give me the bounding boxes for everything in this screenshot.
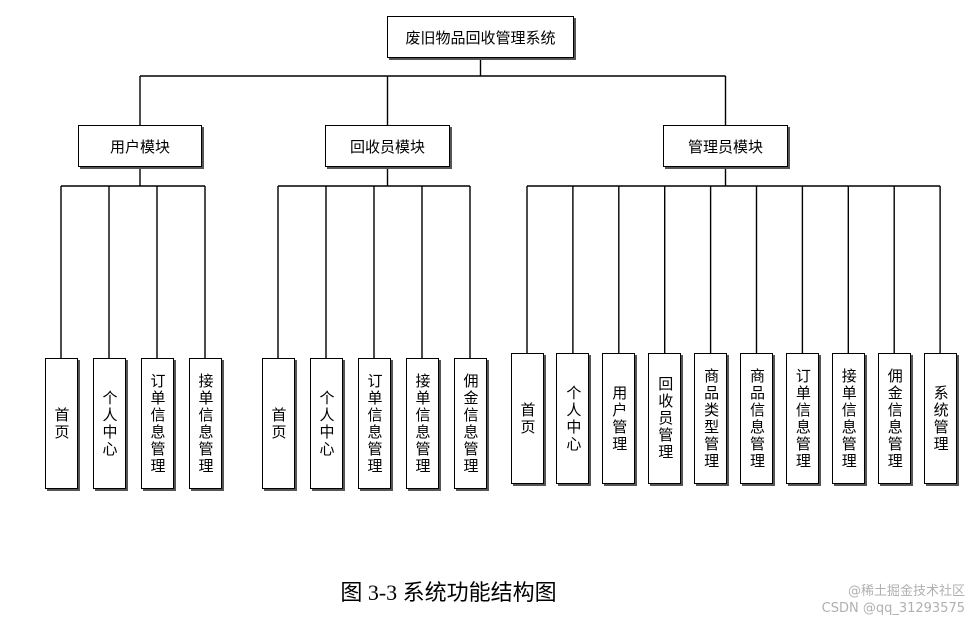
root-node: 废旧物品回收管理系统 xyxy=(387,16,574,58)
leaf-node-3-2-label: 个人中心 xyxy=(564,384,583,453)
leaf-node-1-2: 个人中心 xyxy=(92,358,126,489)
module-node-2: 回收员模块 xyxy=(325,125,450,167)
leaf-node-3-9: 佣金信息管理 xyxy=(877,353,911,484)
module-node-1: 用户模块 xyxy=(78,125,202,167)
module-node-3-label: 管理员模块 xyxy=(687,137,763,156)
leaf-node-2-5-label: 佣金信息管理 xyxy=(461,372,480,475)
leaf-node-3-4: 回收员管理 xyxy=(648,353,682,484)
leaf-node-2-1-label: 首页 xyxy=(269,406,288,441)
leaf-node-1-3: 订单信息管理 xyxy=(140,358,174,489)
leaf-node-3-7: 订单信息管理 xyxy=(785,353,819,484)
leaf-node-2-2: 个人中心 xyxy=(309,358,343,489)
figure-caption: 图 3-3 系统功能结构图 xyxy=(340,580,557,605)
watermark: @稀土掘金技术社区 CSDN @qq_31293575 xyxy=(822,583,965,617)
leaf-node-2-5: 佣金信息管理 xyxy=(453,358,487,489)
leaf-node-1-3-label: 订单信息管理 xyxy=(148,372,167,475)
watermark-line-1: @稀土掘金技术社区 xyxy=(847,584,965,599)
leaf-node-1-1: 首页 xyxy=(44,358,78,489)
leaf-node-2-2-label: 个人中心 xyxy=(317,389,336,458)
leaf-node-3-8-label: 接单信息管理 xyxy=(839,367,858,470)
leaf-node-3-2: 个人中心 xyxy=(556,353,590,484)
root-node-label: 废旧物品回收管理系统 xyxy=(405,28,556,47)
leaf-node-1-4-label: 接单信息管理 xyxy=(196,372,215,475)
leaf-node-2-3: 订单信息管理 xyxy=(357,358,391,489)
leaf-node-3-6-label: 商品信息管理 xyxy=(748,367,766,470)
leaf-node-2-1: 首页 xyxy=(261,358,295,489)
leaf-node-3-10: 系统管理 xyxy=(923,353,957,484)
leaf-node-3-9-label: 佣金信息管理 xyxy=(885,367,904,470)
leaf-node-1-4: 接单信息管理 xyxy=(188,358,222,489)
leaf-node-2-4: 接单信息管理 xyxy=(405,358,439,489)
leaf-node-3-7-label: 订单信息管理 xyxy=(793,367,812,470)
watermark-line-2: CSDN @qq_31293575 xyxy=(821,601,965,616)
leaf-node-3-5-label: 商品类型管理 xyxy=(702,367,721,470)
leaf-node-3-5: 商品类型管理 xyxy=(694,353,728,484)
leaf-node-3-8: 接单信息管理 xyxy=(831,353,865,484)
leaf-node-3-10-label: 系统管理 xyxy=(931,384,950,453)
leaf-node-3-3-label: 用户管理 xyxy=(610,384,629,453)
leaf-node-3-3: 用户管理 xyxy=(602,353,636,484)
module-node-3: 管理员模块 xyxy=(663,125,788,167)
module-node-1-label: 用户模块 xyxy=(109,137,170,156)
leaf-node-3-1-label: 首页 xyxy=(518,401,537,436)
leaf-node-3-6: 商品信息管理 xyxy=(740,353,773,484)
leaf-node-3-4-label: 回收员管理 xyxy=(656,376,675,461)
leaf-node-1-1-label: 首页 xyxy=(52,406,71,441)
module-node-2-label: 回收员模块 xyxy=(349,137,425,156)
leaf-node-2-4-label: 接单信息管理 xyxy=(413,372,432,475)
leaf-node-3-1: 首页 xyxy=(510,353,544,484)
leaf-node-1-2-label: 个人中心 xyxy=(100,389,119,458)
leaf-node-2-3-label: 订单信息管理 xyxy=(365,372,384,475)
